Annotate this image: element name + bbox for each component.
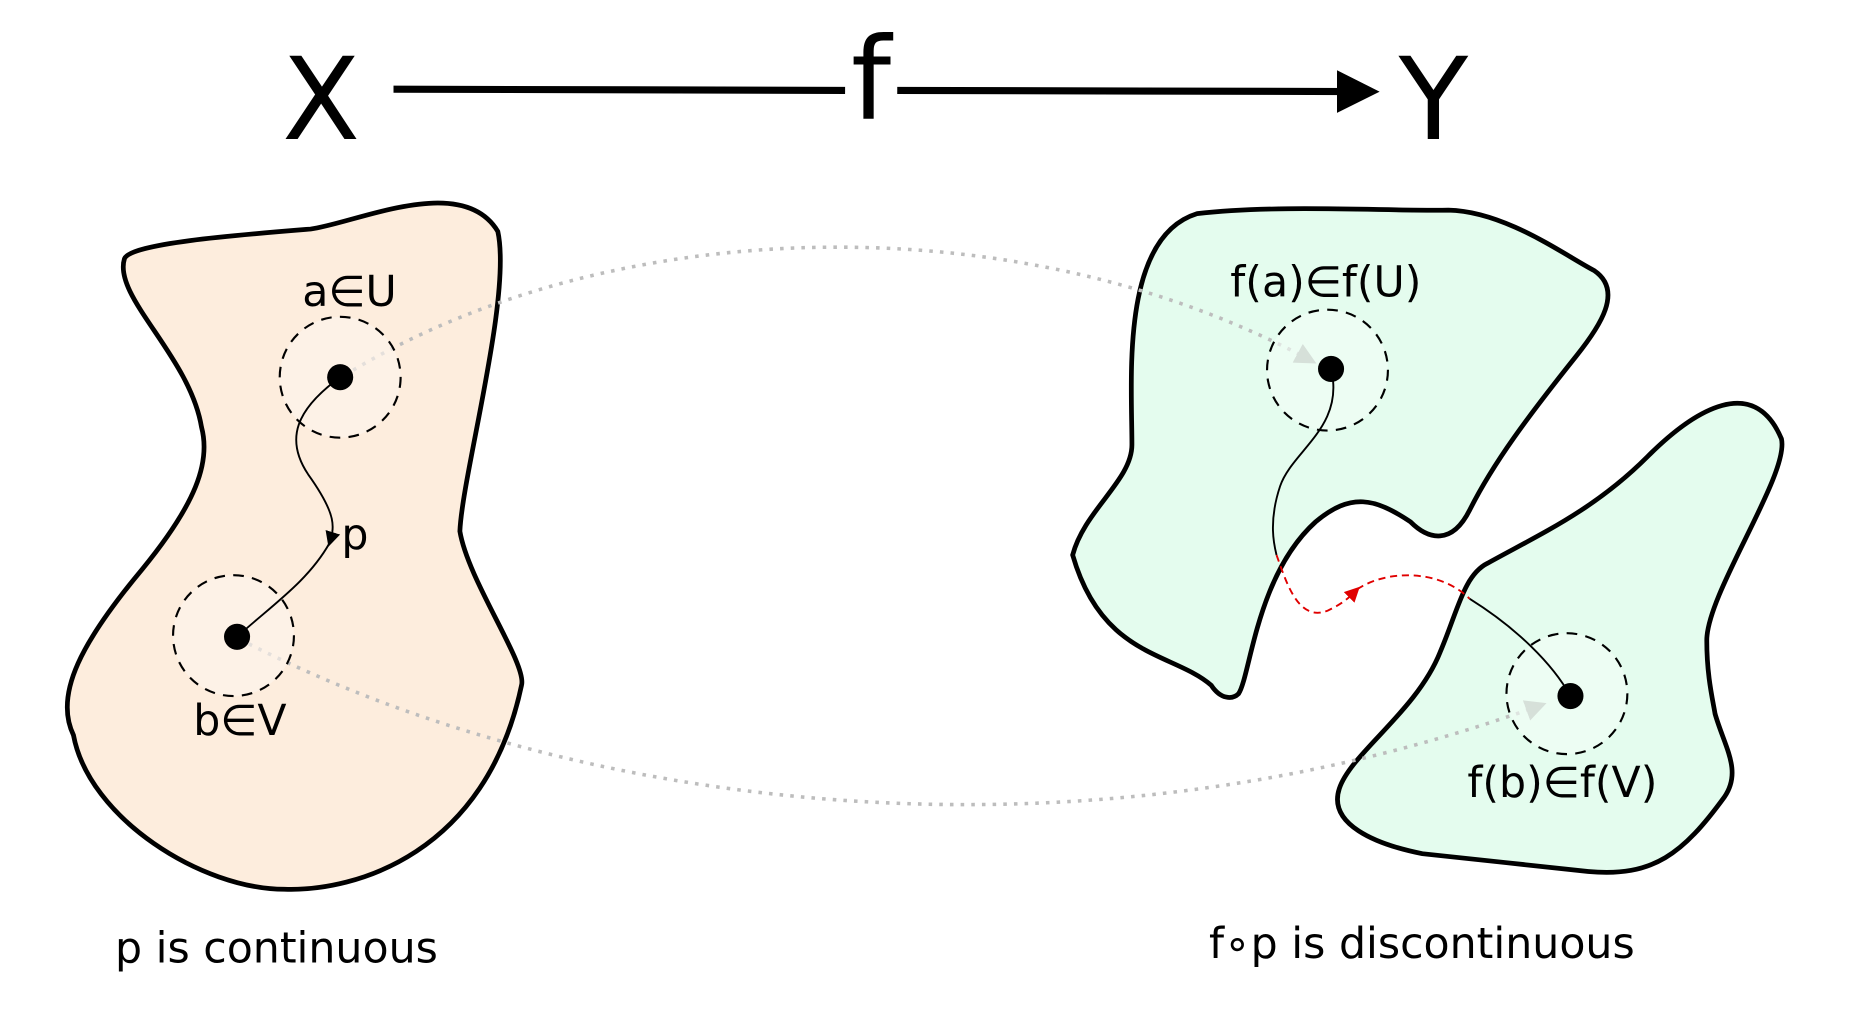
point-b [224, 623, 251, 650]
set-x-region [64, 200, 525, 892]
label-b-in-v: b∈V [193, 696, 286, 746]
map-arrow-right-segment [897, 70, 1380, 113]
image-region-upper [1070, 206, 1611, 700]
label-a-in-u: a∈U [302, 267, 397, 317]
caption-left: p is continuous [115, 924, 438, 974]
point-fb [1557, 683, 1584, 710]
map-arrow-left-segment [393, 85, 846, 94]
label-fa-in-fu: f(a)∈f(U) [1230, 258, 1421, 308]
domain-label-x: X [282, 33, 360, 166]
discontinuity-path-2 [1356, 574, 1471, 600]
map-label-f: f [851, 13, 894, 146]
point-fa [1318, 355, 1345, 382]
path-p-upper [295, 376, 341, 547]
image-path-upper [1271, 368, 1335, 556]
caption-right: f∘p is discontinuous [1209, 919, 1635, 969]
codomain-label-y: Y [1398, 33, 1469, 166]
discontinuity-path-1 [1275, 554, 1360, 614]
point-a [327, 364, 354, 391]
label-path-p: p [341, 510, 368, 560]
path-p-lower [236, 542, 331, 638]
label-fb-in-fv: f(b)∈f(V) [1467, 758, 1657, 808]
